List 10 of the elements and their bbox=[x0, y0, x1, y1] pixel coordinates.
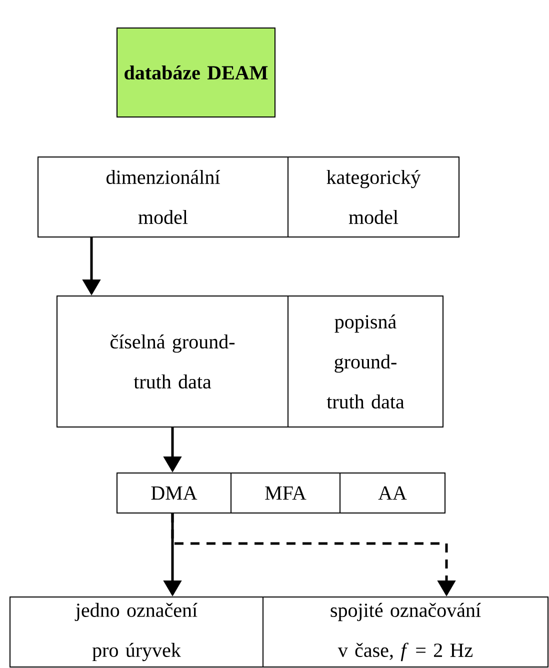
text-box: jedno označení pro úryvek bbox=[10, 596, 264, 668]
text-box: DMA bbox=[116, 472, 232, 514]
text-box: dimenzionální model bbox=[38, 156, 288, 238]
text-box: číselná ground-truth data bbox=[56, 296, 288, 428]
title-box: databáze DEAM bbox=[116, 28, 276, 118]
text-box: kategorický model bbox=[288, 156, 460, 238]
text-box: AA bbox=[340, 472, 446, 514]
text-box: MFA bbox=[230, 472, 340, 514]
text-box: spojité označování v čase, f = 2 Hz bbox=[262, 596, 548, 668]
text-box: popisná ground-truth data bbox=[288, 296, 444, 428]
